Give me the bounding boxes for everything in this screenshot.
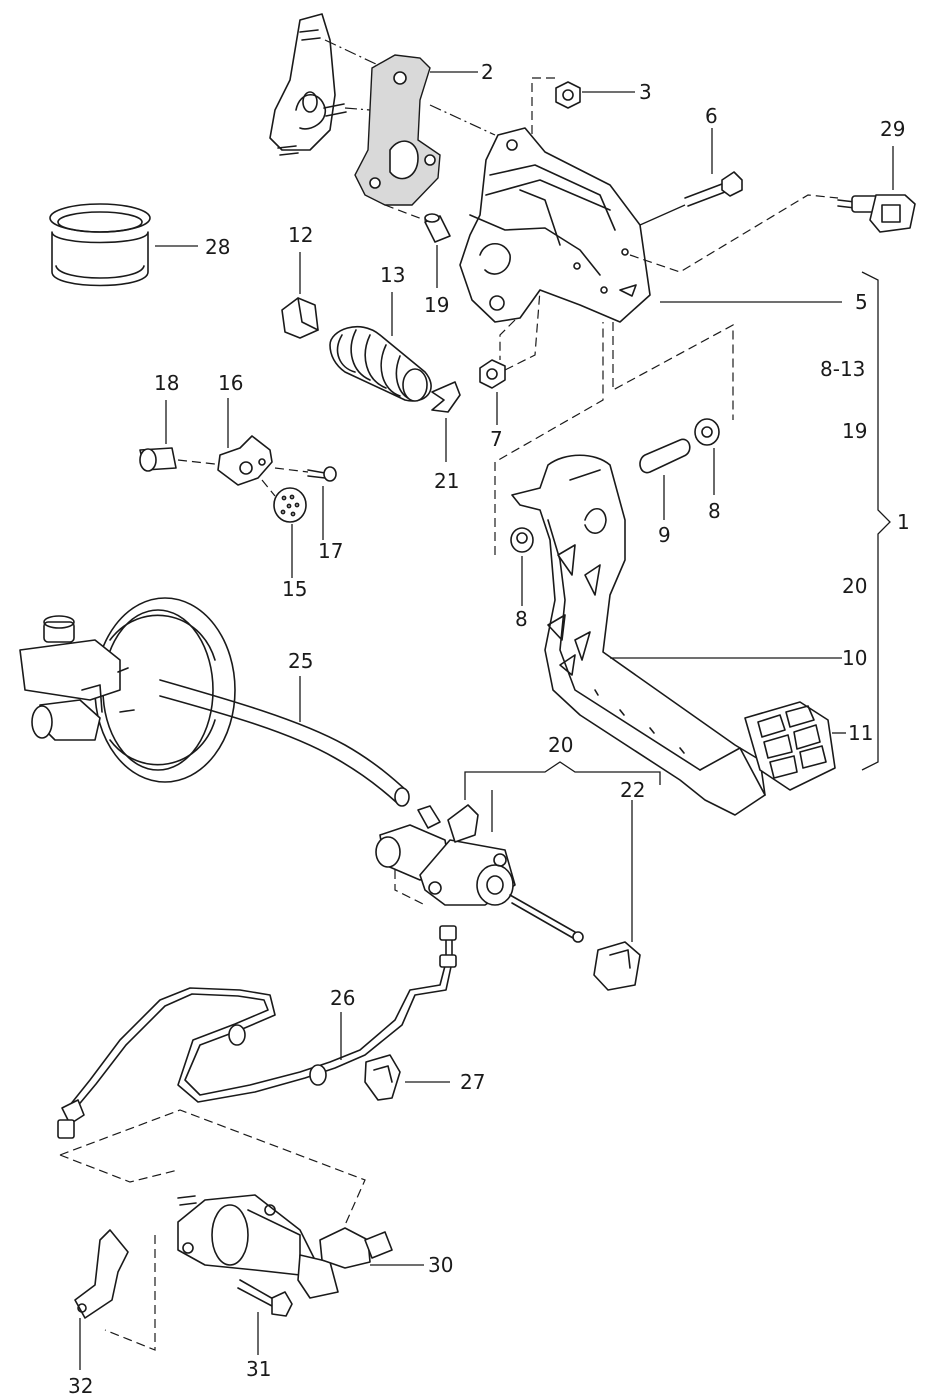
label-8-13: 8-13 bbox=[820, 357, 865, 381]
label-21: 21 bbox=[434, 469, 459, 493]
pin-19 bbox=[424, 213, 451, 243]
label-1: 1 bbox=[897, 510, 910, 534]
label-3: 3 bbox=[639, 80, 652, 104]
label-11: 11 bbox=[848, 721, 873, 745]
label-19-top: 19 bbox=[424, 293, 449, 317]
clip-21 bbox=[431, 381, 461, 413]
pin-9 bbox=[639, 438, 691, 474]
hydraulic-line-26 bbox=[57, 925, 457, 1139]
screw-17 bbox=[307, 466, 337, 482]
nut-7 bbox=[479, 359, 506, 389]
label-15: 15 bbox=[282, 577, 307, 601]
master-cylinder bbox=[19, 615, 135, 741]
clip-22 bbox=[593, 941, 641, 991]
switch-29 bbox=[837, 194, 916, 233]
hose-25 bbox=[159, 679, 410, 807]
label-13: 13 bbox=[380, 263, 405, 287]
label-8-left: 8 bbox=[515, 607, 528, 631]
label-26: 26 bbox=[330, 986, 355, 1010]
label-7: 7 bbox=[490, 427, 503, 451]
label-2: 2 bbox=[481, 60, 494, 84]
clutch-pedal-10 bbox=[511, 454, 766, 816]
label-27: 27 bbox=[460, 1070, 485, 1094]
mounting-plate-studs bbox=[269, 13, 347, 156]
bracket-16 bbox=[217, 435, 273, 486]
label-6: 6 bbox=[705, 104, 718, 128]
label-25: 25 bbox=[288, 649, 313, 673]
label-22: 22 bbox=[620, 778, 645, 802]
gasket-plate-2 bbox=[354, 54, 441, 206]
bolt-31 bbox=[237, 1279, 293, 1317]
label-10: 10 bbox=[842, 646, 867, 670]
clip-27 bbox=[364, 1054, 401, 1101]
label-18: 18 bbox=[154, 371, 179, 395]
nut-3 bbox=[555, 81, 581, 109]
bolt-6 bbox=[684, 171, 743, 207]
brake-servo bbox=[94, 597, 236, 783]
pedal-pad-11 bbox=[744, 701, 836, 791]
clutch-master-cylinder-20 bbox=[375, 804, 584, 943]
label-28: 28 bbox=[205, 235, 230, 259]
label-5: 5 bbox=[855, 290, 868, 314]
label-31: 31 bbox=[246, 1357, 271, 1381]
label-20-right: 20 bbox=[842, 574, 867, 598]
label-30: 30 bbox=[428, 1253, 453, 1277]
bush-8-left bbox=[510, 527, 534, 553]
label-29: 29 bbox=[880, 117, 905, 141]
label-17: 17 bbox=[318, 539, 343, 563]
label-9: 9 bbox=[658, 523, 671, 547]
grommet-15 bbox=[273, 487, 307, 523]
damper-12 bbox=[281, 297, 319, 339]
bushing-sleeve-28 bbox=[49, 203, 151, 287]
label-20-center: 20 bbox=[548, 733, 573, 757]
slave-cylinder bbox=[177, 1194, 393, 1299]
label-32: 32 bbox=[68, 1374, 93, 1398]
label-12: 12 bbox=[288, 223, 313, 247]
bush-18 bbox=[139, 447, 177, 472]
label-16: 16 bbox=[218, 371, 243, 395]
label-8-right: 8 bbox=[708, 499, 721, 523]
label-19-right: 19 bbox=[842, 419, 867, 443]
bracket-32 bbox=[74, 1229, 129, 1319]
spring-13 bbox=[329, 325, 432, 402]
bush-8-right bbox=[694, 418, 720, 446]
pedal-bracket-5 bbox=[459, 127, 651, 323]
